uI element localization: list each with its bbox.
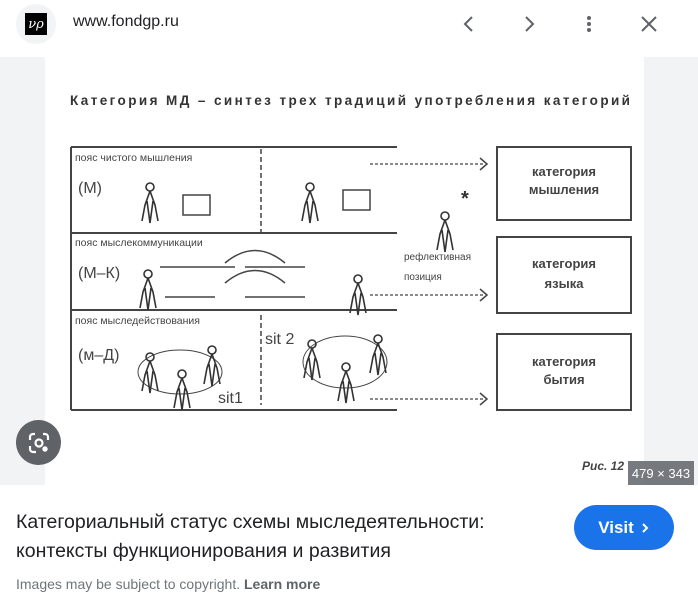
figure-caption: Рис. 12 (582, 459, 624, 473)
result-title[interactable]: Категориальный статус схемы мыследеятель… (16, 511, 485, 562)
category-label: бытия (543, 372, 584, 387)
row-label: пояс мыслекоммуникации (75, 237, 203, 249)
sit1-label: sit1 (218, 390, 243, 407)
next-button[interactable] (515, 10, 543, 38)
row-code: (М–К) (78, 265, 120, 282)
category-label: мышления (529, 182, 599, 197)
reflective-label: рефлективная (404, 251, 471, 263)
row-code: (м–Д) (78, 347, 119, 364)
logo-icon: νρ (25, 13, 47, 35)
diagram: Категория МД – синтез трех традиций упот… (70, 93, 632, 473)
copyright-notice: Images may be subject to copyright. Lear… (16, 576, 320, 592)
copyright-text: Images may be subject to copyright. (16, 576, 241, 592)
site-favicon[interactable]: νρ (16, 4, 56, 44)
visit-label: Visit (598, 517, 634, 537)
category-label: категория (532, 164, 596, 179)
chevron-left-icon (463, 16, 473, 32)
close-icon (641, 16, 657, 32)
visit-button[interactable]: Visit (574, 505, 674, 550)
image-dimensions: 479 × 343 (628, 461, 694, 485)
category-label: категория (532, 354, 596, 369)
row-label: пояс мыследействования (75, 315, 200, 327)
reflective-label: позиция (404, 272, 442, 283)
asterisk: * (461, 188, 469, 210)
chevron-right-icon (642, 522, 649, 533)
diagram-heading: Категория МД – синтез трех традиций упот… (70, 93, 630, 108)
sit2-label: sit 2 (265, 331, 294, 348)
google-lens-button[interactable] (16, 420, 61, 465)
learn-more-link[interactable]: Learn more (244, 576, 321, 592)
category-label: категория (532, 256, 596, 271)
more-vert-icon (587, 16, 591, 32)
site-name[interactable]: www.fondgp.ru (73, 13, 179, 30)
row-code: (М) (78, 180, 102, 197)
lens-icon (28, 432, 49, 453)
category-label: языка (545, 276, 585, 291)
preview-header: νρ www.fondgp.ru (0, 0, 698, 57)
more-options-button[interactable] (575, 10, 603, 38)
close-button[interactable] (635, 10, 663, 38)
previous-button[interactable] (455, 10, 483, 38)
row-label: пояс чистого мышления (75, 152, 192, 164)
chevron-right-icon (525, 16, 535, 32)
